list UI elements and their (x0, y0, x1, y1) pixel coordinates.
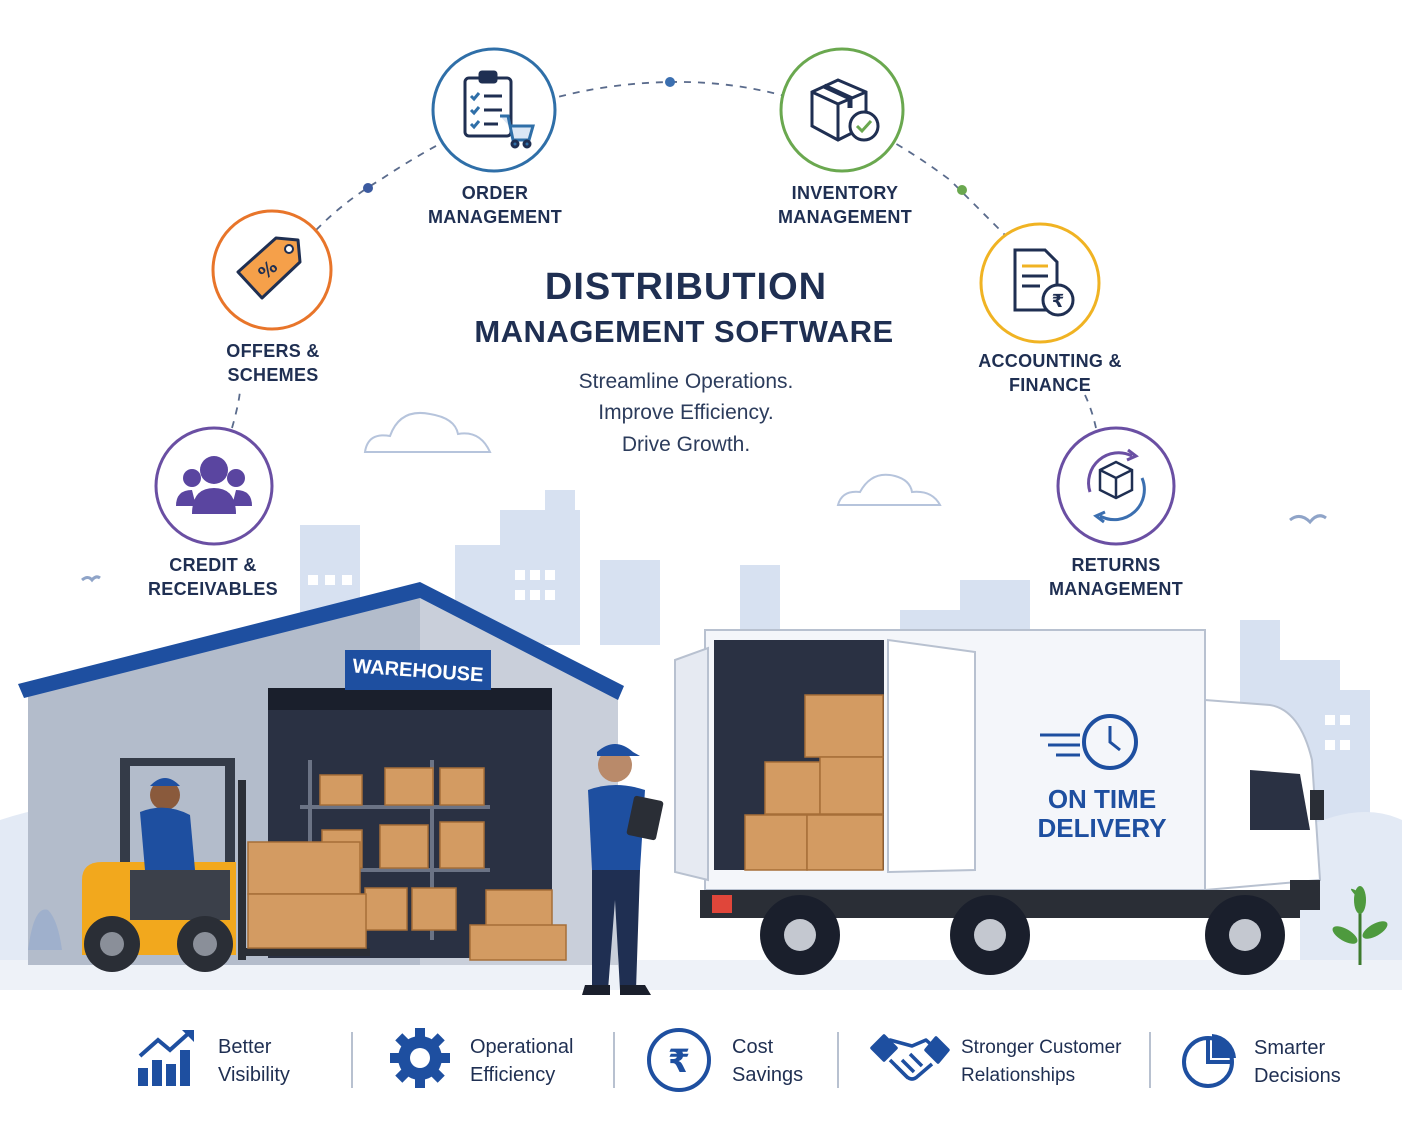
benefit-savings-line1: Cost (732, 1036, 774, 1058)
clouds (363, 412, 942, 506)
benefit-decisions-line2: Decisions (1254, 1065, 1341, 1087)
benefit-savings: Cost Savings (732, 1033, 803, 1089)
connector-dot (665, 77, 675, 87)
accounting-finance-badge: ₹ (979, 222, 1101, 344)
feature-offers-line2: SCHEMES (227, 365, 319, 385)
tagline-3: Drive Growth. (621, 433, 751, 456)
feature-label-accounting: ACCOUNTING & FINANCE (970, 349, 1130, 397)
handshake-icon (870, 1034, 950, 1081)
feature-label-inventory: INVENTORY MANAGEMENT (770, 181, 920, 229)
truck-boxes (744, 694, 884, 871)
feature-credit-line1: CREDIT & (169, 555, 257, 575)
benefit-visibility: Better Visibility (218, 1033, 290, 1089)
warehouse-boxes (319, 767, 567, 961)
feature-label-credit: CREDIT & RECEIVABLES (140, 553, 286, 601)
pie-chart-icon (1182, 1034, 1236, 1088)
feature-offers-line1: OFFERS & (226, 341, 320, 361)
benefit-decisions: Smarter Decisions (1254, 1034, 1341, 1090)
bar-chart-growth-icon (138, 1030, 194, 1086)
offers-schemes-badge: % (211, 209, 333, 331)
return-cycle-icon (1087, 448, 1146, 524)
gear-icon (390, 1028, 450, 1088)
bush-left (28, 909, 62, 950)
clock-icon (1040, 714, 1138, 770)
truck-text-line1: ON TIME (1048, 784, 1156, 814)
warehouse-sign-board (345, 650, 491, 690)
forklift (82, 758, 370, 972)
feature-label-offers: OFFERS & SCHEMES (200, 339, 346, 387)
benefit-visibility-line1: Better (218, 1036, 272, 1058)
feature-label-returns: RETURNS MANAGEMENT (1040, 553, 1192, 601)
credit-receivables-badge (154, 426, 274, 546)
birds (81, 514, 1327, 583)
feature-order-line1: ORDER (461, 183, 529, 203)
benefit-efficiency-line2: Efficiency (470, 1064, 556, 1086)
benefit-relationships-line2: Relationships (961, 1065, 1076, 1086)
skyline-windows (308, 570, 1350, 750)
feature-connector-arc (231, 81, 1097, 429)
forklift-boxes (247, 841, 367, 949)
rupee-coin-icon: ₹ (647, 1028, 711, 1092)
benefit-savings-line2: Savings (732, 1064, 804, 1086)
feature-label-order: ORDER MANAGEMENT (420, 181, 570, 229)
returns-management-badge (1056, 426, 1176, 546)
benefit-relationships-line1: Stronger Customer (961, 1037, 1122, 1058)
delivery-truck (674, 629, 1324, 975)
benefit-decisions-line1: Smarter (1254, 1037, 1326, 1059)
feature-inventory-line2: MANAGEMENT (778, 207, 912, 227)
svg-text:₹: ₹ (1052, 291, 1065, 312)
connector-dot (363, 183, 373, 193)
feature-credit-line2: RECEIVABLES (148, 579, 278, 599)
box-check-icon (810, 78, 880, 142)
order-management-badge (431, 47, 557, 173)
feature-accounting-line2: FINANCE (1008, 375, 1092, 395)
benefit-relationships: Stronger Customer Relationships (961, 1034, 1122, 1090)
feature-order-line2: MANAGEMENT (428, 207, 562, 227)
invoice-rupee-icon: ₹ (1013, 248, 1075, 317)
price-tag-icon: % (236, 236, 302, 300)
page-title: DISTRIBUTION (544, 266, 828, 308)
benefit-dividers (351, 1032, 1151, 1088)
forklift-driver (140, 778, 195, 870)
plant-right (1332, 886, 1388, 965)
feature-returns-line1: RETURNS (1071, 555, 1161, 575)
tagline-1: Streamline Operations. (578, 370, 794, 393)
svg-text:₹: ₹ (668, 1042, 690, 1080)
feature-inventory-line1: INVENTORY (791, 183, 899, 203)
page-subtitle: MANAGEMENT SOFTWARE (474, 314, 894, 349)
benefit-visibility-line2: Visibility (218, 1064, 290, 1086)
connector-dot (957, 185, 967, 195)
people-group-icon (176, 456, 252, 514)
truck-text-line2: DELIVERY (1037, 813, 1166, 843)
clipboard-cart-icon (463, 70, 535, 149)
benefit-efficiency-line1: Operational (470, 1036, 574, 1058)
inventory-management-badge (779, 47, 905, 173)
worker-with-tablet (582, 744, 664, 995)
feature-returns-line2: MANAGEMENT (1049, 579, 1183, 599)
feature-accounting-line1: ACCOUNTING & (978, 351, 1122, 371)
tagline-2: Improve Efficiency. (598, 401, 774, 424)
benefit-efficiency: Operational Efficiency (470, 1033, 573, 1089)
